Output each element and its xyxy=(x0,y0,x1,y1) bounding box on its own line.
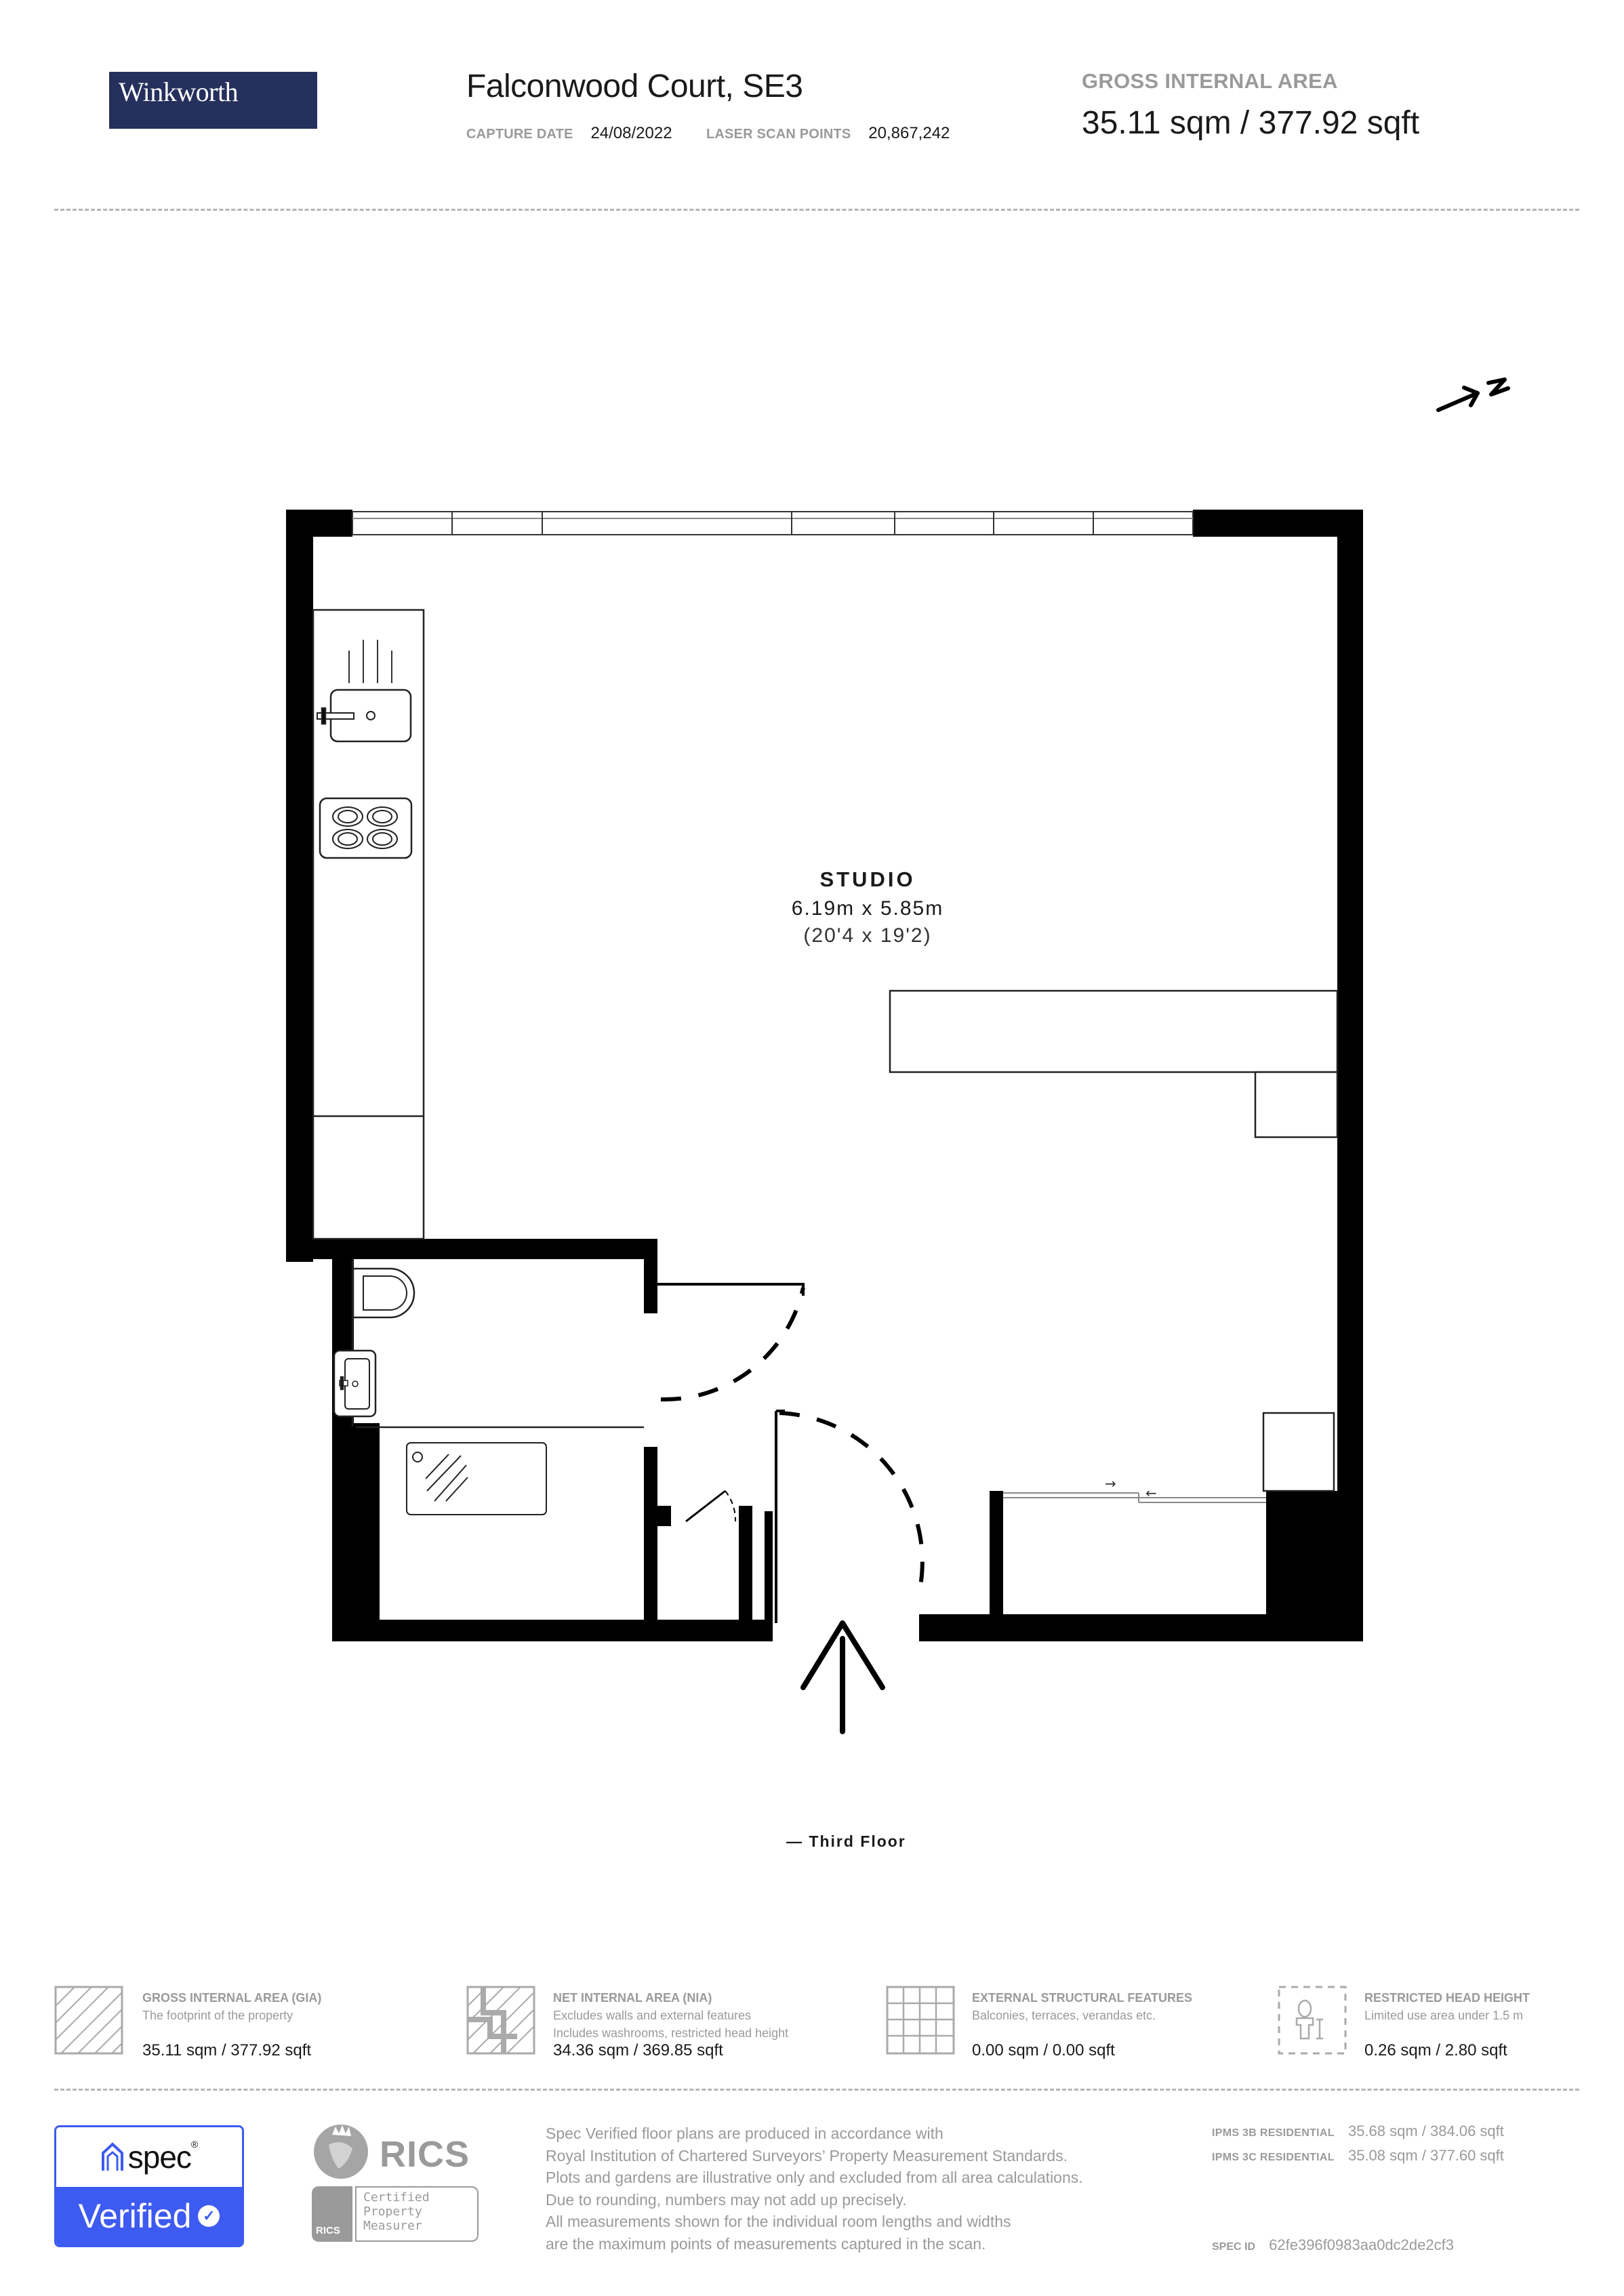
cert-line: Property xyxy=(363,2205,422,2219)
external-grid-icon xyxy=(886,1986,955,2055)
disclaimer-line: are the maximum points of measurements c… xyxy=(546,2234,986,2253)
logo-text: Winkworth xyxy=(119,77,239,107)
legend-desc: Limited use area under 1.5 m xyxy=(1364,2009,1524,2022)
nia-hatch-icon xyxy=(466,1986,535,2055)
ipms-label: IPMS 3B RESIDENTIAL xyxy=(1212,2127,1335,2139)
hob-icon xyxy=(319,797,413,859)
gia-label: GROSS INTERNAL AREA xyxy=(1082,69,1338,93)
room-name: STUDIO xyxy=(819,867,916,891)
gia-hatch-icon xyxy=(54,1986,123,2055)
spec-id-label: SPEC ID xyxy=(1212,2241,1256,2253)
disclaimer: Spec Verified floor plans are produced i… xyxy=(546,2123,1083,2255)
kitchen-counter xyxy=(312,609,425,1240)
cupboard-door xyxy=(685,1490,737,1523)
restricted-height-person-icon xyxy=(1278,1986,1347,2055)
sliding-door xyxy=(1003,1492,1266,1503)
rics-logo: RICS xyxy=(312,2121,469,2186)
winkworth-logo: Winkworth xyxy=(109,72,317,129)
toilet-icon xyxy=(352,1267,415,1319)
rics-small-logo: RICS xyxy=(312,2186,352,2242)
legend-title: RESTRICTED HEAD HEIGHT xyxy=(1364,1991,1530,2005)
legend-value: 35.11 sqm / 377.92 sqft xyxy=(142,2041,312,2059)
legend-title: NET INTERNAL AREA (NIA) xyxy=(553,1991,712,2005)
check-circle-icon: ✓ xyxy=(198,2205,220,2227)
legend-title: EXTERNAL STRUCTURAL FEATURES xyxy=(972,1991,1193,2005)
verified-text: Verified xyxy=(78,2197,192,2235)
spec-id-value: 62fe396f0983aa0dc2de2cf3 xyxy=(1269,2236,1454,2253)
header-divider xyxy=(54,209,1579,211)
spec-wordmark: spec® xyxy=(127,2139,199,2175)
spec-verified-badge: spec® Verified ✓ xyxy=(54,2125,244,2247)
kitchen-sink-icon xyxy=(317,689,412,743)
disclaimer-line: All measurements shown for the individua… xyxy=(546,2213,1011,2230)
disclaimer-line: Due to rounding, numbers may not add up … xyxy=(546,2190,907,2209)
entrance-arrow-icon xyxy=(800,1620,885,1734)
property-title: Falconwood Court, SE3 xyxy=(466,68,803,104)
right-counter xyxy=(889,989,1339,1492)
legend-desc: The footprint of the property xyxy=(142,2009,293,2022)
sliding-arrow-right: → xyxy=(1105,1475,1116,1492)
laser-scan-label: LASER SCAN POINTS xyxy=(706,127,851,142)
cert-line: Certified xyxy=(363,2190,430,2205)
north-arrow-icon xyxy=(1436,377,1510,412)
certification-text-box: Certified Property Measurer xyxy=(355,2186,479,2242)
bathtub-icon xyxy=(380,1430,644,1620)
disclaimer-line: Royal Institution of Chartered Surveyors… xyxy=(546,2146,1068,2165)
ipms-3c: IPMS 3C RESIDENTIAL 35.08 sqm / 377.60 s… xyxy=(1212,2147,1504,2165)
cert-line: Measurer xyxy=(363,2219,422,2233)
spec-house-icon xyxy=(101,2142,123,2171)
ipms-3b: IPMS 3B RESIDENTIAL 35.68 sqm / 384.06 s… xyxy=(1212,2123,1504,2140)
ipms-label: IPMS 3C RESIDENTIAL xyxy=(1212,2152,1335,2163)
spec-id: SPEC ID 62fe396f0983aa0dc2de2cf3 xyxy=(1212,2236,1454,2254)
legend-value: 0.00 sqm / 0.00 sqft xyxy=(972,2041,1115,2059)
legend-value: 34.36 sqm / 369.85 sqft xyxy=(553,2041,723,2059)
laser-scan-points: LASER SCAN POINTS 20,867,242 xyxy=(706,124,950,143)
disclaimer-line: Plots and gardens are illustrative only … xyxy=(546,2169,1083,2186)
capture-date-value: 24/08/2022 xyxy=(590,124,672,142)
floor-label: — Third Floor xyxy=(786,1832,906,1850)
legend-divider xyxy=(54,2089,1579,2091)
legend-desc: Excludes walls and external features xyxy=(553,2009,752,2022)
spec-logo: spec® xyxy=(56,2127,242,2187)
capture-date-label: CAPTURE DATE xyxy=(466,127,573,142)
ipms-value: 35.08 sqm / 377.60 sqft xyxy=(1347,2147,1504,2164)
legend-value: 0.26 sqm / 2.80 sqft xyxy=(1364,2041,1507,2059)
room-dimensions-imperial: (20'4 x 19'2) xyxy=(803,924,932,947)
sliding-arrow-left: ← xyxy=(1145,1485,1157,1501)
legend-desc: Includes washrooms, restricted head heig… xyxy=(553,2026,789,2040)
gia-value: 35.11 sqm / 377.92 sqft xyxy=(1082,105,1420,141)
room-dimensions-metric: 6.19m x 5.85m xyxy=(791,897,944,920)
top-window xyxy=(352,511,1194,535)
laser-scan-value: 20,867,242 xyxy=(868,124,950,142)
legend-title: GROSS INTERNAL AREA (GIA) xyxy=(142,1991,322,2005)
door-leaves xyxy=(657,1283,805,1623)
legend-desc: Balconies, terraces, verandas etc. xyxy=(972,2009,1156,2022)
door-swing-arcs xyxy=(660,1287,925,1586)
rics-wordmark: RICS xyxy=(380,2134,470,2175)
bathroom-sink-icon xyxy=(333,1349,377,1418)
rics-certified-badge: RICS Certified Property Measurer xyxy=(312,2186,479,2242)
ipms-value: 35.68 sqm / 384.06 sqft xyxy=(1347,2123,1504,2139)
extractor-hood-icon xyxy=(348,640,392,683)
verified-bar: Verified ✓ xyxy=(56,2187,242,2245)
rics-lion-icon xyxy=(314,2125,368,2179)
disclaimer-line: Spec Verified floor plans are produced i… xyxy=(546,2125,943,2142)
walls xyxy=(286,510,1363,1641)
capture-date: CAPTURE DATE 24/08/2022 xyxy=(466,124,672,143)
room-label-studio: STUDIO 6.19m x 5.85m (20'4 x 19'2) xyxy=(732,867,1003,947)
